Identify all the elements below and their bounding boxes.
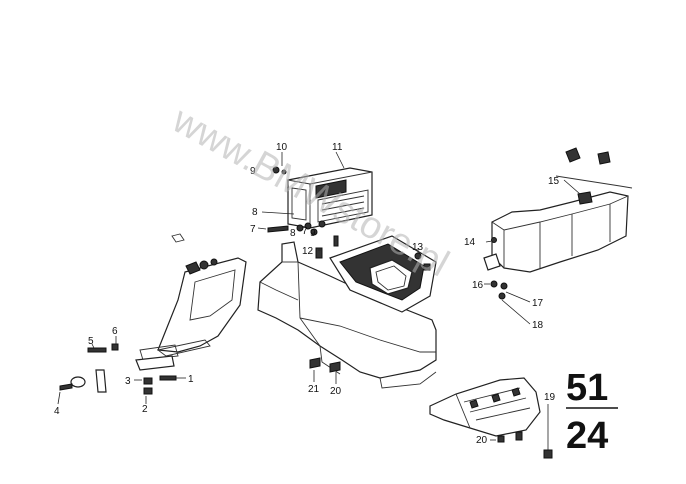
callout-1: 1 [188,374,194,385]
group-number: 51 24 [566,367,618,457]
callout-7b: 7 [302,226,308,237]
left-fasteners [59,233,185,395]
callout-20a: 20 [476,435,488,446]
shifter-cover [429,377,553,459]
callout-11: 11 [332,142,343,153]
callout-14: 14 [464,237,476,248]
callout-20b: 20 [330,386,342,397]
callout-21: 21 [308,384,320,395]
callout-15: 15 [548,176,560,187]
callout-17: 17 [532,298,544,309]
console-clips [309,357,341,373]
watermark-text: www.BMWstore.pl [165,99,456,286]
rear-panel [483,147,633,300]
callout-7: 7 [250,224,256,235]
callout-12: 12 [302,246,314,257]
callout-10: 10 [276,142,288,153]
group-main-number: 51 [566,367,608,409]
callout-3: 3 [125,376,131,387]
radio-unit [272,166,373,229]
side-trim-panel [139,257,247,361]
callout-6: 6 [112,326,118,337]
center-console [257,235,437,389]
leader-lines [57,151,581,450]
callout-18: 18 [532,320,544,331]
callout-5: 5 [88,336,94,347]
group-sub-number: 24 [566,415,608,457]
callout-4: 4 [54,406,60,417]
callouts: 1 2 3 4 5 6 7 8 8 7 9 9 10 11 12 13 14 1… [54,142,560,446]
callout-9a: 9 [250,166,256,177]
callout-8b: 8 [290,228,296,239]
callout-8a: 8 [252,207,258,218]
callout-16: 16 [472,280,484,291]
callout-9b: 9 [310,228,316,239]
callout-13: 13 [412,242,424,253]
callout-2: 2 [142,404,148,415]
radio-fasteners [267,220,339,259]
callout-19: 19 [544,392,556,403]
